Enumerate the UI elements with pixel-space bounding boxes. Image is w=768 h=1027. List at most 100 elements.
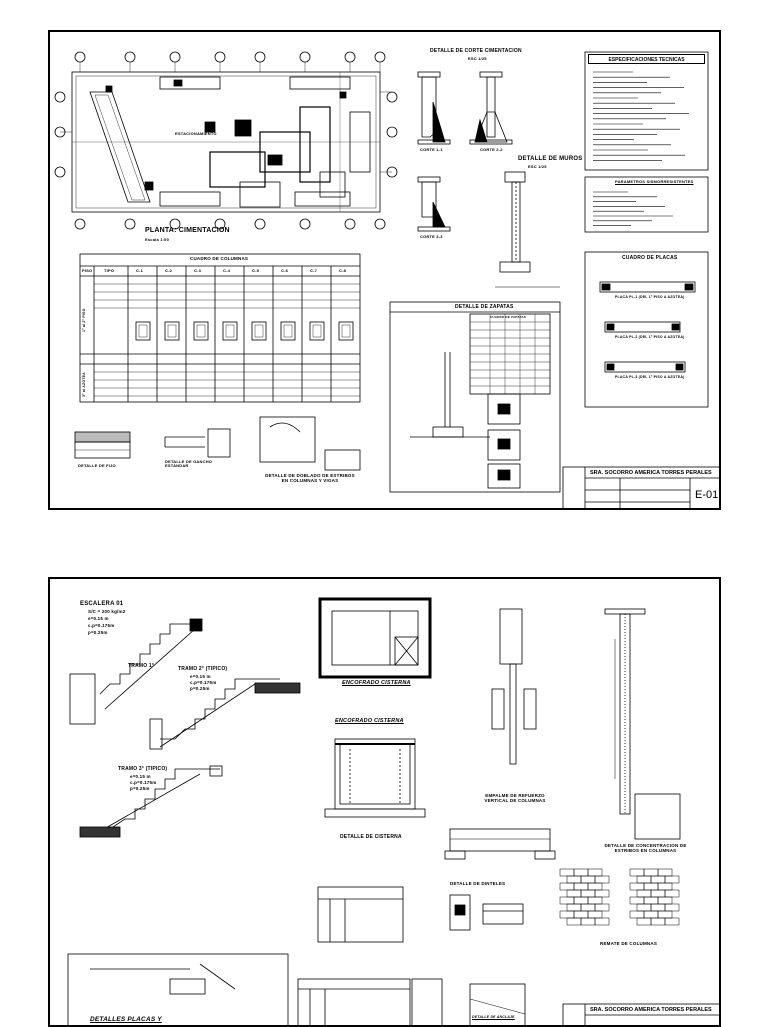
grid-axis-bubble xyxy=(54,91,66,103)
grid-axis-bubble xyxy=(124,51,136,63)
grid-axis-bubble xyxy=(386,91,398,103)
brick xyxy=(559,882,575,891)
owner-name: SRA. SOCORRO AMERICA TORRES PERALES xyxy=(590,470,712,476)
column-section-stirrup xyxy=(196,324,206,338)
brick xyxy=(657,896,673,905)
anclaje-title: DETALLE DE ANCLAJE xyxy=(472,1015,515,1019)
grid-axis-bubble xyxy=(124,218,136,230)
brick xyxy=(636,903,652,912)
column-section-stirrup xyxy=(283,324,293,338)
specs-title: ESPECIFICACIONES TECNICAS xyxy=(588,54,705,64)
owner-name-2: SRA. SOCORRO AMERICA TORRES PERALES xyxy=(590,1007,712,1013)
column-section-stirrup xyxy=(254,324,264,338)
placa-3-label: PLACA PL-3 (DEL 1° PISO A AZOTEA) xyxy=(615,375,685,379)
grid-axis-bubble xyxy=(214,51,226,63)
grid-axis-bubble xyxy=(386,126,398,138)
brick xyxy=(629,868,645,877)
grid-axis-bubble xyxy=(54,166,66,178)
brick xyxy=(587,896,603,905)
brick xyxy=(594,917,610,926)
brick xyxy=(650,917,666,926)
col-head-c8: C-8 xyxy=(339,268,347,273)
brick xyxy=(587,868,603,877)
brick xyxy=(650,875,666,884)
brick xyxy=(594,889,610,898)
tramo3-label: TRAMO 3° (TIPICO) xyxy=(118,766,168,772)
grid-axis-bubble xyxy=(344,218,356,230)
brick xyxy=(629,910,645,919)
column-section xyxy=(164,321,180,341)
grid-axis-bubble xyxy=(169,218,181,230)
brick xyxy=(594,903,610,912)
brick xyxy=(657,882,673,891)
tramo2-label: TRAMO 2° (TIPICO) xyxy=(178,666,228,672)
brick xyxy=(636,889,652,898)
drawing-sheet-e01: PLANTA: CIMENTACION Escala 1:50 ESTACION… xyxy=(48,30,721,510)
brick xyxy=(664,875,680,884)
escalera-spec-3: c.p=0.175m xyxy=(88,623,115,628)
grid-axis-bubble xyxy=(74,51,86,63)
brick xyxy=(643,868,659,877)
brick xyxy=(566,917,582,926)
columns-floor-b: 3° al AZOTEA xyxy=(82,372,86,397)
foundation-drawing xyxy=(54,51,719,508)
grid-axis-bubble xyxy=(344,51,356,63)
placas-title: CUADRO DE PLACAS xyxy=(622,255,678,261)
brick xyxy=(636,917,652,926)
brick xyxy=(580,903,596,912)
grid-axis-bubble xyxy=(374,51,386,63)
brick xyxy=(573,882,589,891)
column-section xyxy=(135,321,151,341)
column-section xyxy=(338,321,354,341)
grid-axis-bubble xyxy=(214,218,226,230)
remate-title: REMATE DE COLUMNAS xyxy=(600,941,658,946)
brick xyxy=(650,903,666,912)
grid-axis-bubble xyxy=(74,218,86,230)
brick xyxy=(643,882,659,891)
column-section xyxy=(193,321,209,341)
col-head-c3: C-3 xyxy=(194,268,202,273)
tramo2-spec-3: p=0.25m xyxy=(190,686,210,691)
cut-label-3: CORTE 3-3 xyxy=(420,234,443,239)
brick xyxy=(664,903,680,912)
cut-label-2: CORTE 2-2 xyxy=(480,147,503,152)
grid-axis-bubble xyxy=(299,51,311,63)
grid-axis-bubble xyxy=(169,51,181,63)
columns-header-row: PISO TIPO C-1 C-2 C-3 C-4 C-5 C-6 C-7 C-… xyxy=(80,267,360,276)
brick xyxy=(657,910,673,919)
column-section xyxy=(280,321,296,341)
brick xyxy=(587,882,603,891)
plan-room-label: ESTACIONAMIENTO xyxy=(175,131,217,136)
dinteles-title: DETALLE DE DINTELES xyxy=(450,881,506,886)
tramo2-spec-2: c.p=0.175m xyxy=(190,680,217,685)
brick xyxy=(650,889,666,898)
brick xyxy=(629,882,645,891)
corte-title: DETALLE DE CORTE CIMENTACION xyxy=(430,48,522,54)
brick xyxy=(573,896,589,905)
plan-scale: Escala 1:50 xyxy=(145,237,169,242)
column-section-stirrup xyxy=(312,324,322,338)
brick xyxy=(559,910,575,919)
brick xyxy=(580,917,596,926)
brick xyxy=(657,868,673,877)
col-head-c4: C-4 xyxy=(223,268,231,273)
col-head-c5: C-5 xyxy=(252,268,260,273)
brick xyxy=(559,868,575,877)
drawing-sheet-2: ESCALERA 01 S/C = 200 kg/m2 e=0.15 m c.p… xyxy=(48,577,721,1027)
muros-scale: ESC 1/25 xyxy=(528,164,547,169)
column-section xyxy=(309,321,325,341)
grid-axis-bubble xyxy=(254,218,266,230)
tramo3-spec-3: p=0.25m xyxy=(130,786,150,791)
structural-details-drawing xyxy=(67,597,719,1025)
corte-scale: ESC 1/25 xyxy=(468,56,487,61)
grid-axis-bubble xyxy=(299,218,311,230)
columns-title: CUADRO DE COLUMNAS xyxy=(190,256,249,261)
column-section xyxy=(251,321,267,341)
placa-1-label: PLACA PL-1 (DEL 1° PISO A AZOTEA) xyxy=(615,295,685,299)
col-head-c2: C-2 xyxy=(165,268,173,273)
brick xyxy=(594,875,610,884)
doblado-title: DETALLE DE DOBLADO DE ESTRIBOS EN COLUMN… xyxy=(265,473,355,483)
cisterna-title: DETALLE DE CISTERNA xyxy=(340,834,402,840)
tramo3-spec-1: e=0.15 m xyxy=(130,774,151,779)
placa-2-label: PLACA PL-2 (DEL 1° PISO A AZOTEA) xyxy=(615,335,685,339)
